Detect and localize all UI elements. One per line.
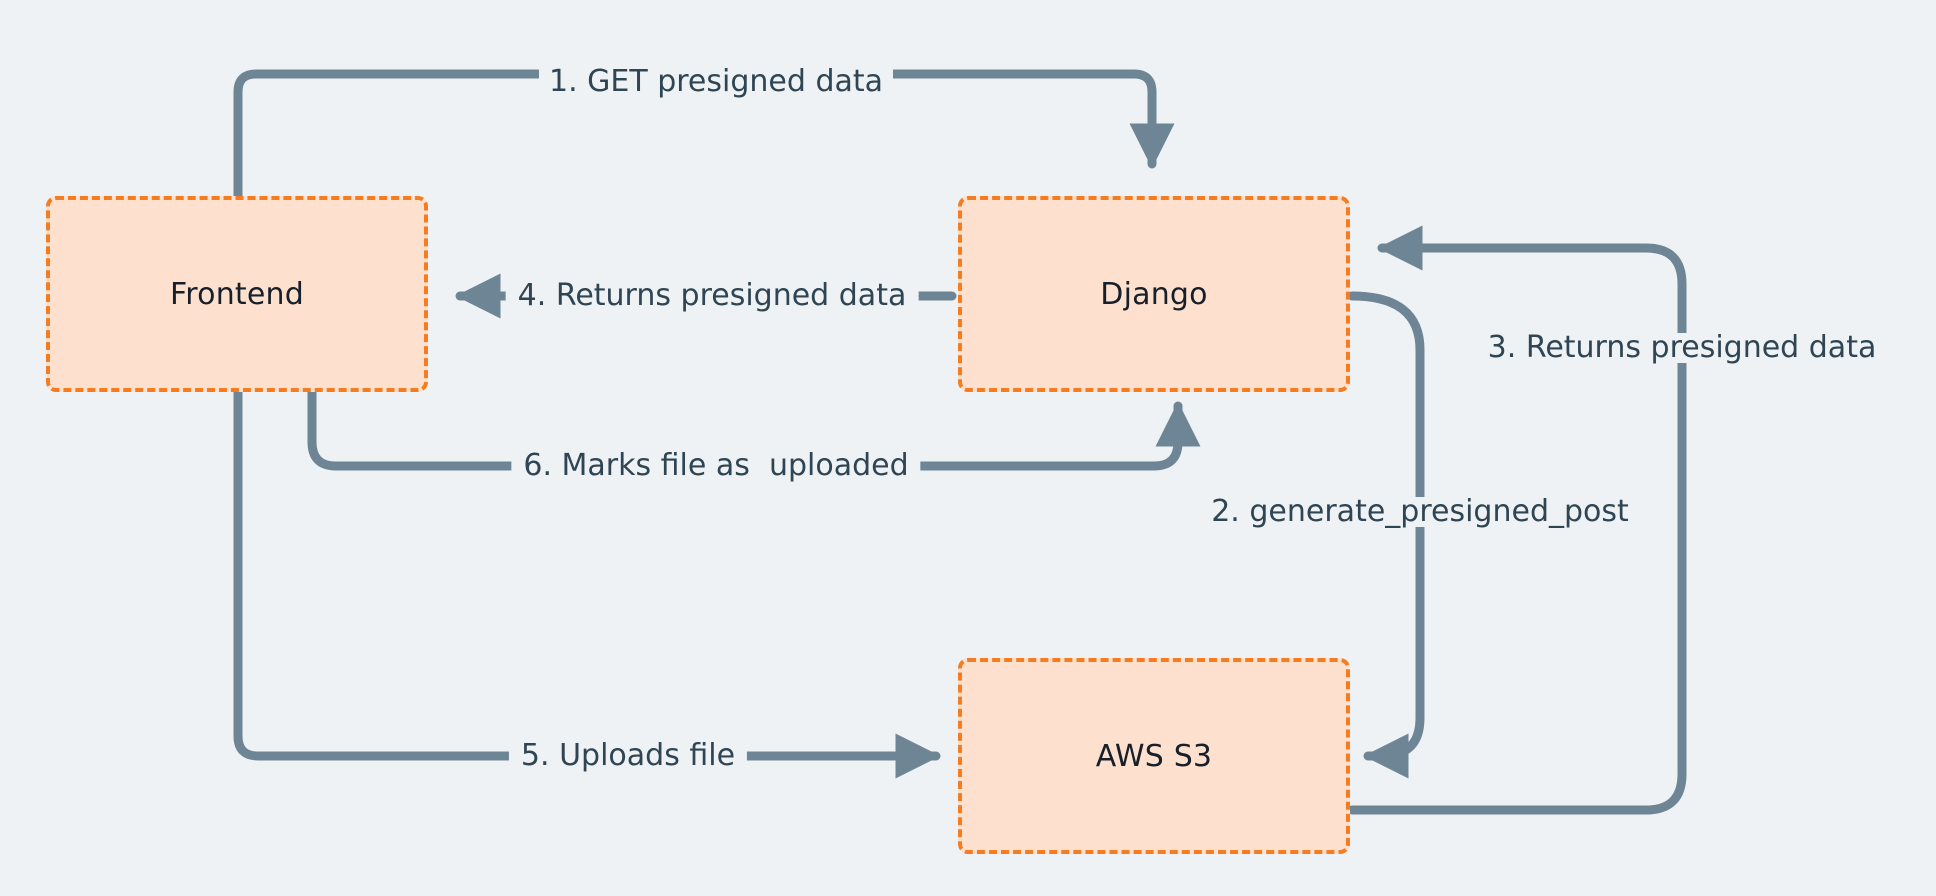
node-django[interactable]: Django — [958, 196, 1350, 392]
edge-path-2 — [1347, 291, 1425, 779]
edge-path-3 — [1347, 225, 1687, 815]
node-aws-s3-label: AWS S3 — [1095, 738, 1213, 774]
edge-path-5 — [233, 387, 941, 779]
node-frontend[interactable]: Frontend — [46, 196, 428, 392]
edge-path-6 — [307, 387, 1201, 471]
edge-path-1 — [233, 69, 1175, 201]
node-django-label: Django — [1100, 276, 1208, 312]
node-aws-s3[interactable]: AWS S3 — [958, 658, 1350, 854]
node-frontend-label: Frontend — [170, 276, 304, 312]
